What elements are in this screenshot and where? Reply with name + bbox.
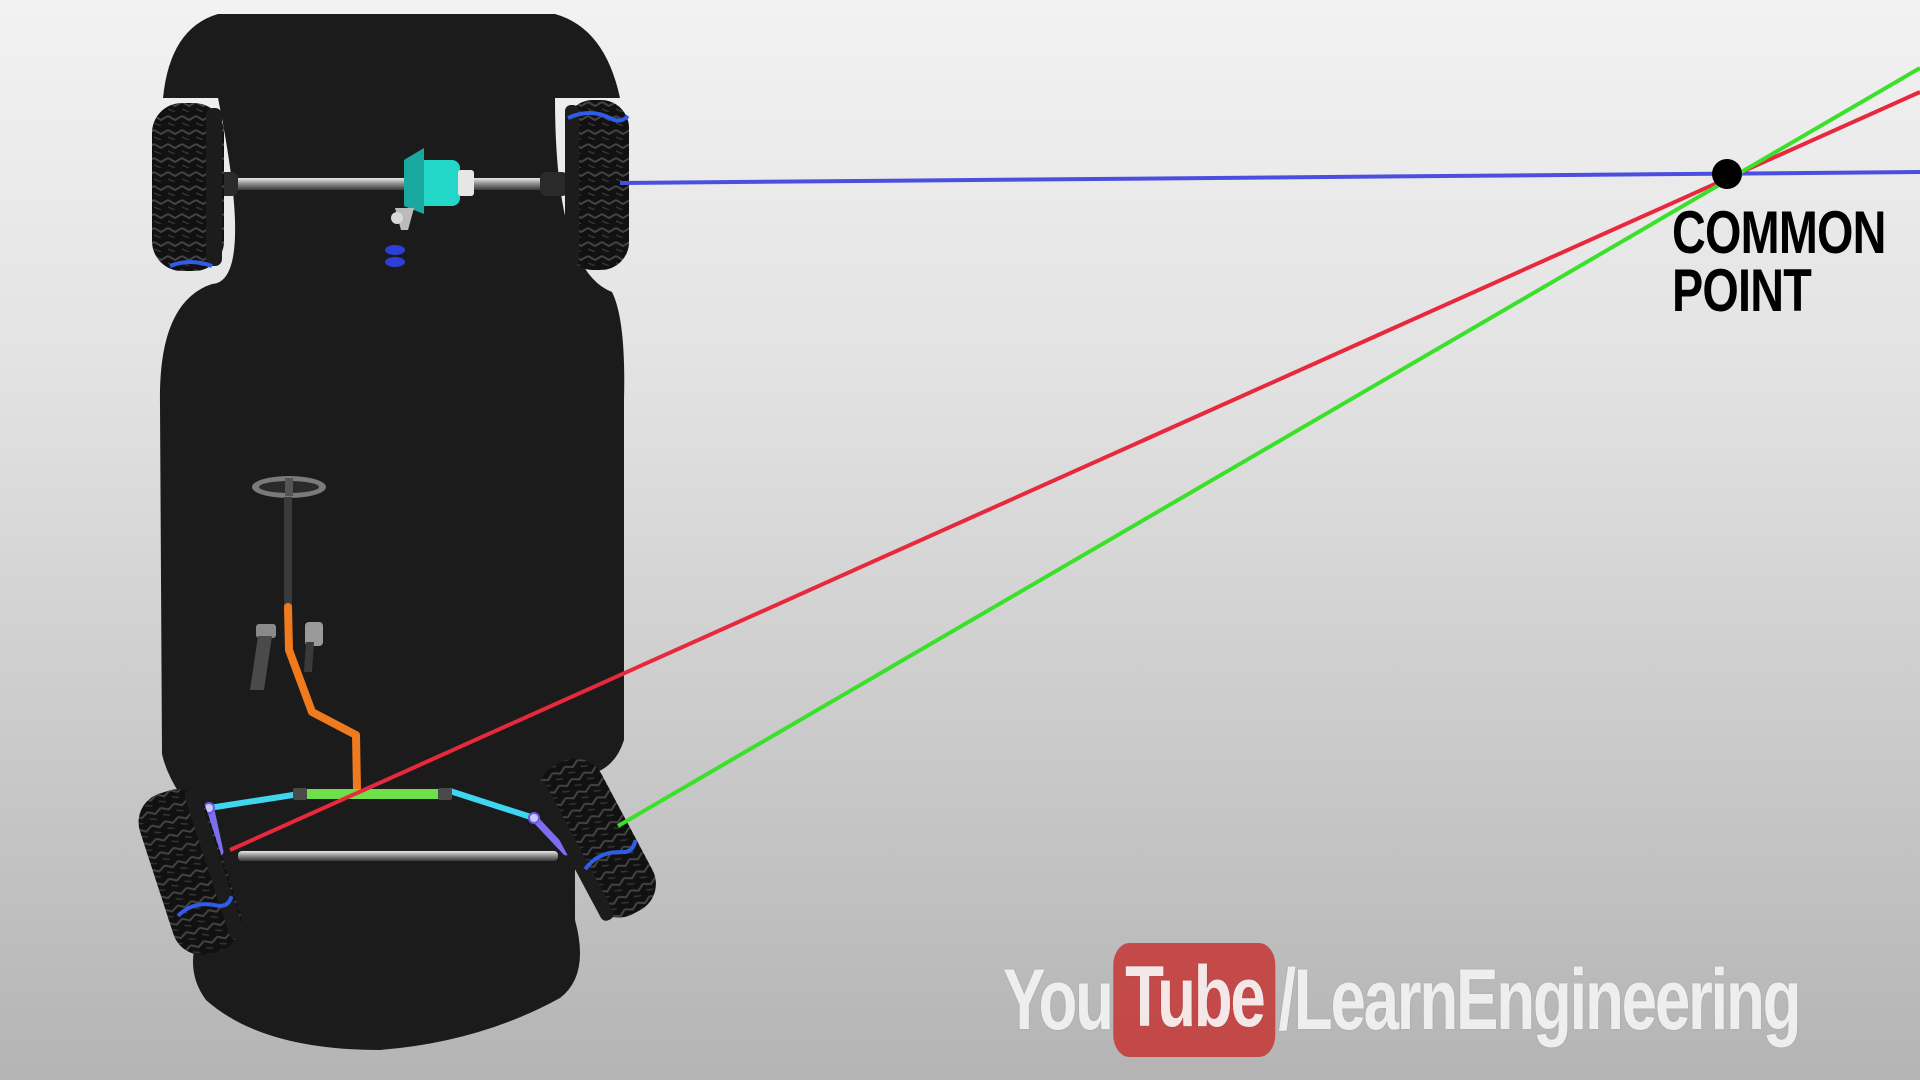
car-body	[159, 14, 625, 1050]
rear-axle-boot-right	[540, 172, 568, 196]
watermark-you: You	[1003, 951, 1114, 1048]
watermark-channel: /LearnEngineering	[1278, 951, 1801, 1048]
steering-linkage	[203, 788, 570, 856]
pedals	[250, 622, 323, 690]
differential	[385, 148, 474, 267]
common-point-label-line2: POINT	[1672, 257, 1812, 324]
common-point-label-line1: COMMON	[1672, 199, 1886, 266]
steering-wheel	[252, 476, 326, 498]
youtube-watermark: You Tube /LearnEngineering	[1003, 940, 1802, 1060]
rear-left-wheel	[152, 103, 224, 271]
front-right-wheel	[532, 758, 656, 921]
rear-axle-line	[619, 170, 1920, 185]
outer-wheel-line	[616, 66, 1920, 828]
steering-column-upper	[284, 497, 292, 607]
rear-right-wheel	[565, 100, 630, 270]
common-point-dot	[1712, 159, 1742, 189]
common-point-label: COMMON POINT	[1672, 199, 1886, 324]
inner-wheel-line	[229, 90, 1920, 852]
front-axle	[238, 851, 558, 861]
rack-boot-right	[438, 788, 452, 800]
steering-column	[284, 603, 361, 794]
watermark-tube: Tube	[1113, 943, 1276, 1057]
front-left-wheel	[138, 789, 244, 955]
steering-rack	[293, 789, 450, 799]
rack-boot-left	[293, 788, 307, 800]
rear-axle	[205, 178, 565, 190]
